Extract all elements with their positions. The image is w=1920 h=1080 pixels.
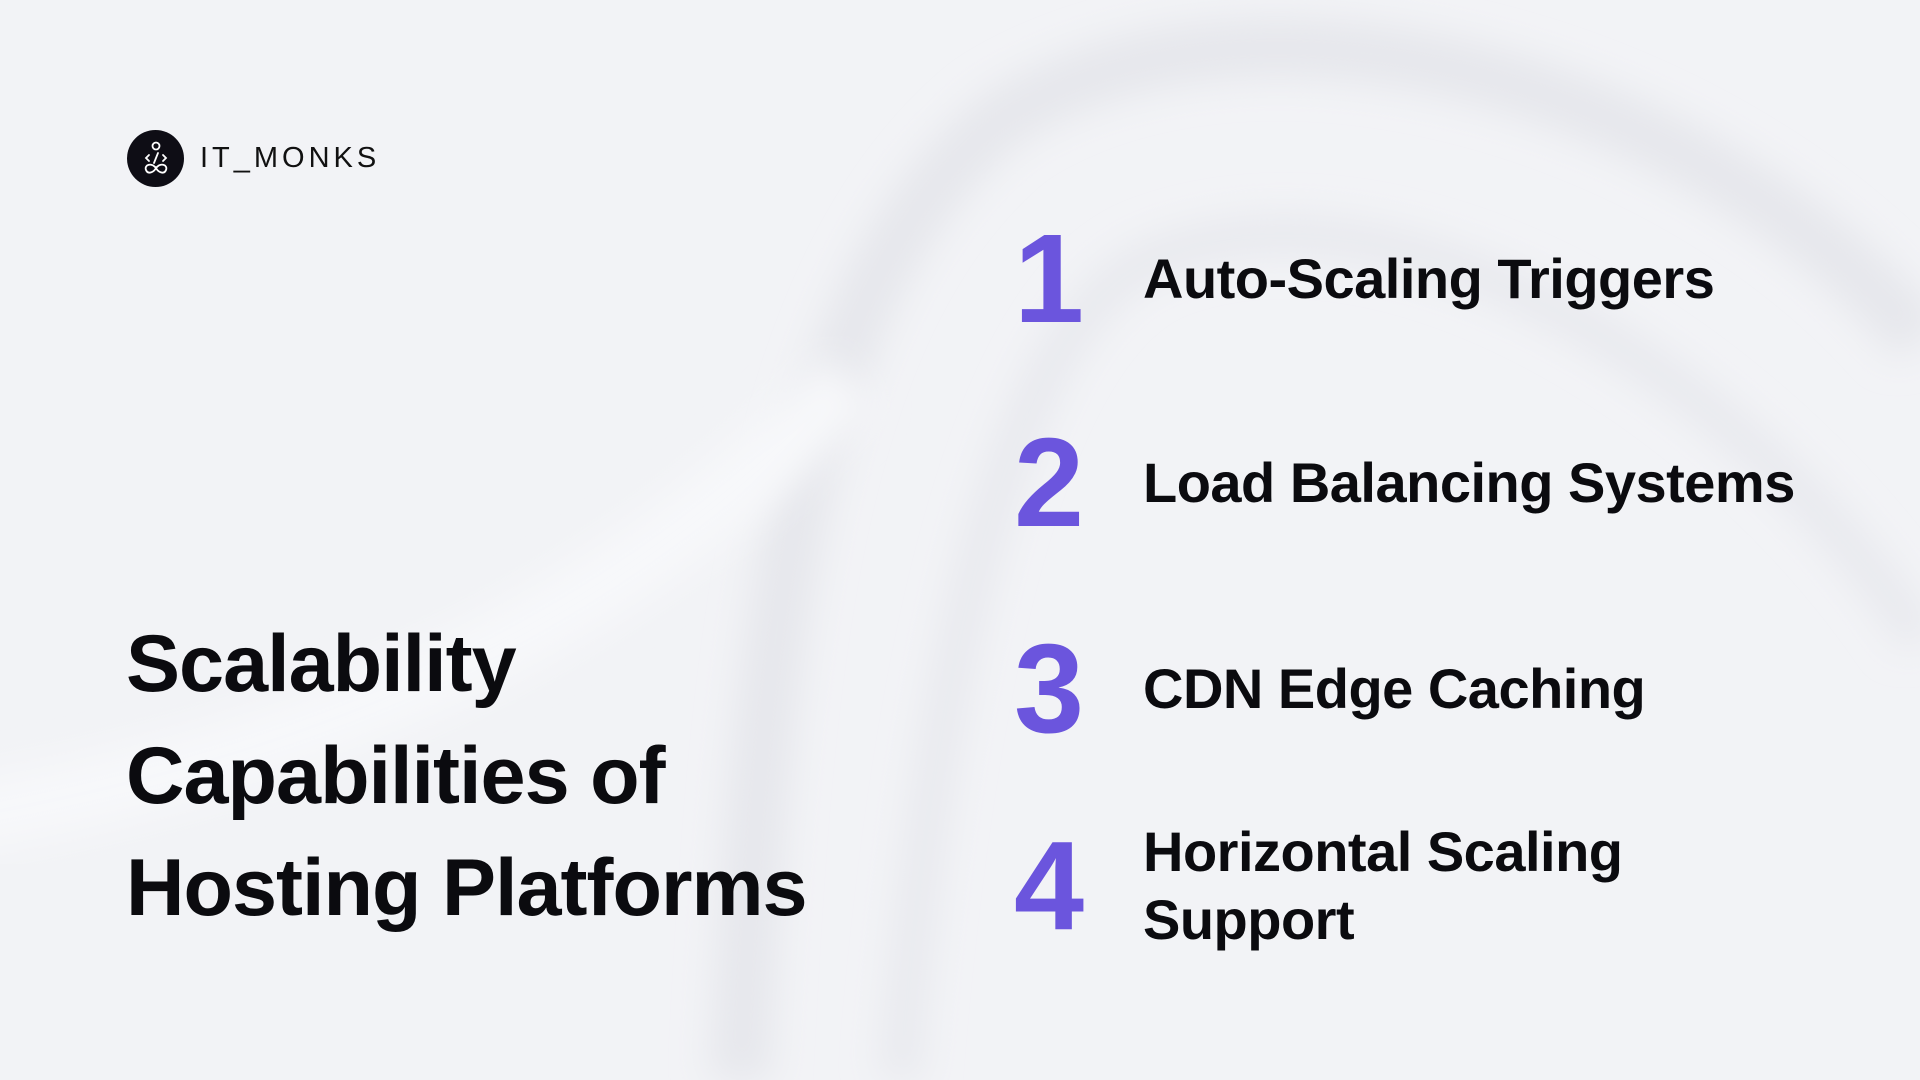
item-label: Load Balancing Systems bbox=[1143, 449, 1795, 517]
item-label-line: Support bbox=[1143, 888, 1355, 951]
item-label: Horizontal Scaling Support bbox=[1143, 818, 1623, 954]
title-line: Capabilities of bbox=[126, 731, 666, 821]
item-label-line: Auto-Scaling Triggers bbox=[1143, 247, 1715, 310]
list-item-3: 3 CDN Edge Caching bbox=[1014, 618, 1646, 759]
brand-logo: IT_MONKS bbox=[127, 130, 380, 187]
meditating-monk-code-icon bbox=[127, 130, 184, 187]
item-label-line: Horizontal Scaling bbox=[1143, 820, 1623, 883]
item-number: 2 bbox=[1014, 412, 1084, 553]
title-line: Scalability bbox=[126, 619, 517, 709]
item-label-line: CDN Edge Caching bbox=[1143, 657, 1646, 720]
item-label-line: Load Balancing Systems bbox=[1143, 451, 1795, 514]
item-number: 1 bbox=[1014, 208, 1084, 349]
brand-name: IT_MONKS bbox=[200, 142, 381, 174]
list-item-4: 4 Horizontal Scaling Support bbox=[1014, 818, 1623, 954]
list-item-2: 2 Load Balancing Systems bbox=[1014, 420, 1795, 546]
title-line: Hosting Platforms bbox=[126, 843, 808, 933]
list-item-1: 1 Auto-Scaling Triggers bbox=[1014, 208, 1715, 349]
item-number: 4 bbox=[1014, 815, 1084, 956]
page-title: Scalability Capabilities of Hosting Plat… bbox=[126, 608, 808, 944]
item-number: 3 bbox=[1014, 618, 1084, 759]
item-label: Auto-Scaling Triggers bbox=[1143, 245, 1715, 313]
item-label: CDN Edge Caching bbox=[1143, 655, 1646, 723]
